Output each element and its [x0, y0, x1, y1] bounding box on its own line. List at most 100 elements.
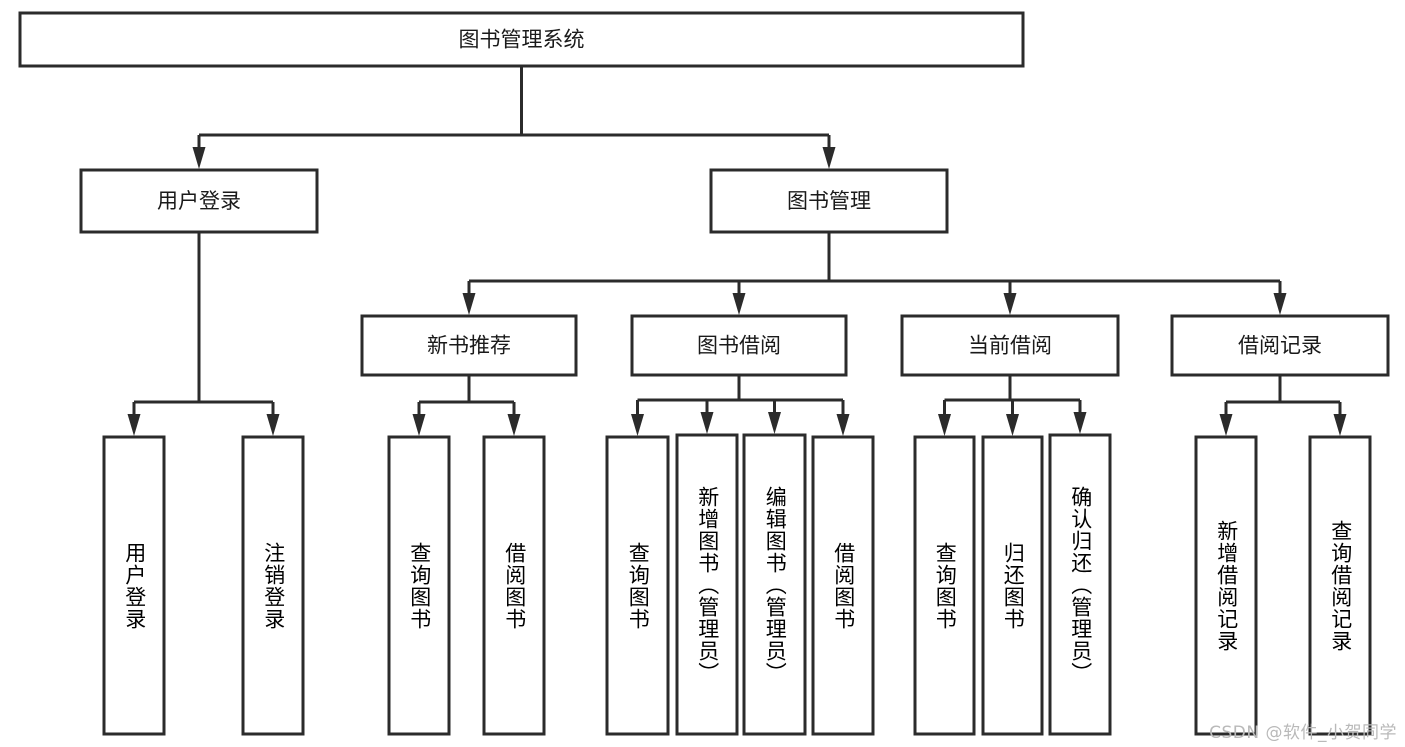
- node-label: 归还图书: [1001, 541, 1026, 630]
- node-box[interactable]: [1194, 435, 1258, 736]
- node-box[interactable]: [709, 168, 949, 234]
- node-box[interactable]: [387, 435, 451, 736]
- arrow-head-icon: [1219, 414, 1233, 436]
- node-label-holder: 查询图书: [915, 437, 974, 734]
- arrow-head-icon: [1073, 412, 1087, 434]
- node-box[interactable]: [360, 314, 578, 377]
- node-borrow-record[interactable]: 借阅记录: [1170, 314, 1390, 377]
- node-current-borrow[interactable]: 当前借阅: [900, 314, 1120, 377]
- nodes-layer: 图书管理系统用户登录图书管理新书推荐图书借阅当前借阅借阅记录用户登录注销登录查询…: [18, 11, 1390, 736]
- arrow-head-icon: [462, 293, 476, 315]
- node-label: 借阅图书: [502, 541, 527, 630]
- node-label-holder: 借阅图书: [502, 541, 527, 630]
- node-label: 当前借阅: [968, 334, 1052, 358]
- vertical-label-wrap: 新增图书（管理员）: [677, 435, 737, 734]
- node-leaf-user-login[interactable]: 用户登录: [102, 435, 166, 736]
- arrow-head-icon: [1003, 293, 1017, 315]
- node-leaf-borrow-book-rec[interactable]: 借阅图书: [482, 435, 546, 736]
- node-leaf-query-book-cur[interactable]: 查询图书: [913, 435, 976, 736]
- node-book-borrow[interactable]: 图书借阅: [630, 314, 848, 377]
- node-user-login[interactable]: 用户登录: [79, 168, 319, 234]
- node-label: 查询图书: [933, 541, 958, 630]
- edge-group-user-login: [127, 232, 280, 436]
- arrow-head-icon: [822, 147, 836, 169]
- node-box[interactable]: [241, 435, 305, 736]
- node-label: 确认归还（管理员）: [1068, 485, 1093, 684]
- node-box[interactable]: [742, 433, 807, 736]
- node-box[interactable]: [79, 168, 319, 234]
- node-box[interactable]: [675, 433, 739, 736]
- node-label-holder: 新增借阅记录: [1196, 437, 1256, 734]
- node-box[interactable]: [1048, 433, 1112, 736]
- node-book-manage[interactable]: 图书管理: [709, 168, 949, 234]
- node-box[interactable]: [811, 435, 875, 736]
- arrow-head-icon: [938, 414, 951, 436]
- arrow-head-icon: [192, 147, 206, 169]
- node-leaf-query-borrow-record[interactable]: 查询借阅记录: [1308, 435, 1372, 736]
- arrow-head-icon: [127, 414, 141, 436]
- node-label-holder: 查询借阅记录: [1310, 437, 1370, 734]
- node-leaf-add-borrow-record[interactable]: 新增借阅记录: [1194, 435, 1258, 736]
- node-label: 借阅图书: [831, 541, 856, 630]
- vertical-label-wrap: 用户登录: [104, 437, 164, 734]
- node-box[interactable]: [1170, 314, 1390, 377]
- node-box[interactable]: [630, 314, 848, 377]
- node-box[interactable]: [18, 11, 1025, 68]
- arrow-head-icon: [836, 414, 850, 436]
- node-new-book-recommend[interactable]: 新书推荐: [360, 314, 578, 377]
- arrow-head-icon: [768, 412, 781, 434]
- node-box[interactable]: [605, 435, 670, 736]
- edge-group-book-manage: [462, 232, 1287, 315]
- node-leaf-query-book-rec[interactable]: 查询图书: [387, 435, 451, 736]
- node-label-holder: 编辑图书（管理员）: [744, 435, 805, 734]
- node-label: 用户登录: [157, 189, 241, 213]
- vertical-label-wrap: 借阅图书: [813, 437, 873, 734]
- node-label: 查询图书: [626, 541, 651, 630]
- node-label: 编辑图书（管理员）: [763, 485, 788, 684]
- vertical-label-wrap: 查询图书: [915, 437, 974, 734]
- node-box[interactable]: [900, 314, 1120, 377]
- arrow-head-icon: [1273, 293, 1287, 315]
- vertical-label-wrap: 编辑图书（管理员）: [744, 435, 805, 734]
- node-leaf-confirm-return-admin[interactable]: 确认归还（管理员）: [1048, 433, 1112, 736]
- node-label: 图书管理: [787, 189, 871, 213]
- vertical-label-wrap: 查询图书: [389, 437, 449, 734]
- node-label-holder: 借阅图书: [813, 437, 873, 734]
- arrow-head-icon: [507, 414, 521, 436]
- node-leaf-borrow-book[interactable]: 借阅图书: [811, 435, 875, 736]
- edge-group-borrow-record: [1219, 375, 1347, 436]
- node-leaf-return-book[interactable]: 归还图书: [981, 435, 1044, 736]
- node-label-holder: 查询图书: [626, 541, 651, 630]
- node-box[interactable]: [981, 435, 1044, 736]
- arrow-head-icon: [631, 414, 644, 436]
- node-label: 新增图书（管理员）: [695, 485, 720, 684]
- node-label: 借阅记录: [1238, 334, 1322, 358]
- node-label-holder: 确认归还（管理员）: [1068, 485, 1093, 684]
- arrow-head-icon: [412, 414, 426, 436]
- node-label: 用户登录: [122, 541, 147, 630]
- edge-group-current-borrow: [938, 375, 1087, 436]
- arrow-head-icon: [1333, 414, 1347, 436]
- node-label: 查询借阅记录: [1328, 519, 1353, 652]
- node-label: 新书推荐: [427, 334, 511, 358]
- edges-layer: [127, 66, 1347, 436]
- node-leaf-logout-login[interactable]: 注销登录: [241, 435, 305, 736]
- node-leaf-query-book-borrow[interactable]: 查询图书: [605, 435, 670, 736]
- edge-group-new-book-recommend: [412, 375, 521, 436]
- vertical-label-wrap: 注销登录: [243, 437, 303, 734]
- edge-group-book-borrow: [631, 375, 850, 436]
- node-leaf-add-book-admin[interactable]: 新增图书（管理员）: [675, 433, 739, 736]
- node-label-holder: 查询图书: [389, 437, 449, 734]
- node-label: 新增借阅记录: [1214, 519, 1239, 652]
- node-box[interactable]: [1308, 435, 1372, 736]
- vertical-label-wrap: 查询借阅记录: [1310, 437, 1370, 734]
- vertical-label-wrap: 新增借阅记录: [1196, 437, 1256, 734]
- node-root[interactable]: 图书管理系统: [18, 11, 1025, 68]
- arrow-head-icon: [732, 293, 746, 315]
- node-leaf-edit-book-admin[interactable]: 编辑图书（管理员）: [742, 433, 807, 736]
- node-box[interactable]: [102, 435, 166, 736]
- node-box[interactable]: [482, 435, 546, 736]
- node-label-holder: 用户登录: [104, 437, 164, 734]
- node-box[interactable]: [913, 435, 976, 736]
- arrow-head-icon: [266, 414, 280, 436]
